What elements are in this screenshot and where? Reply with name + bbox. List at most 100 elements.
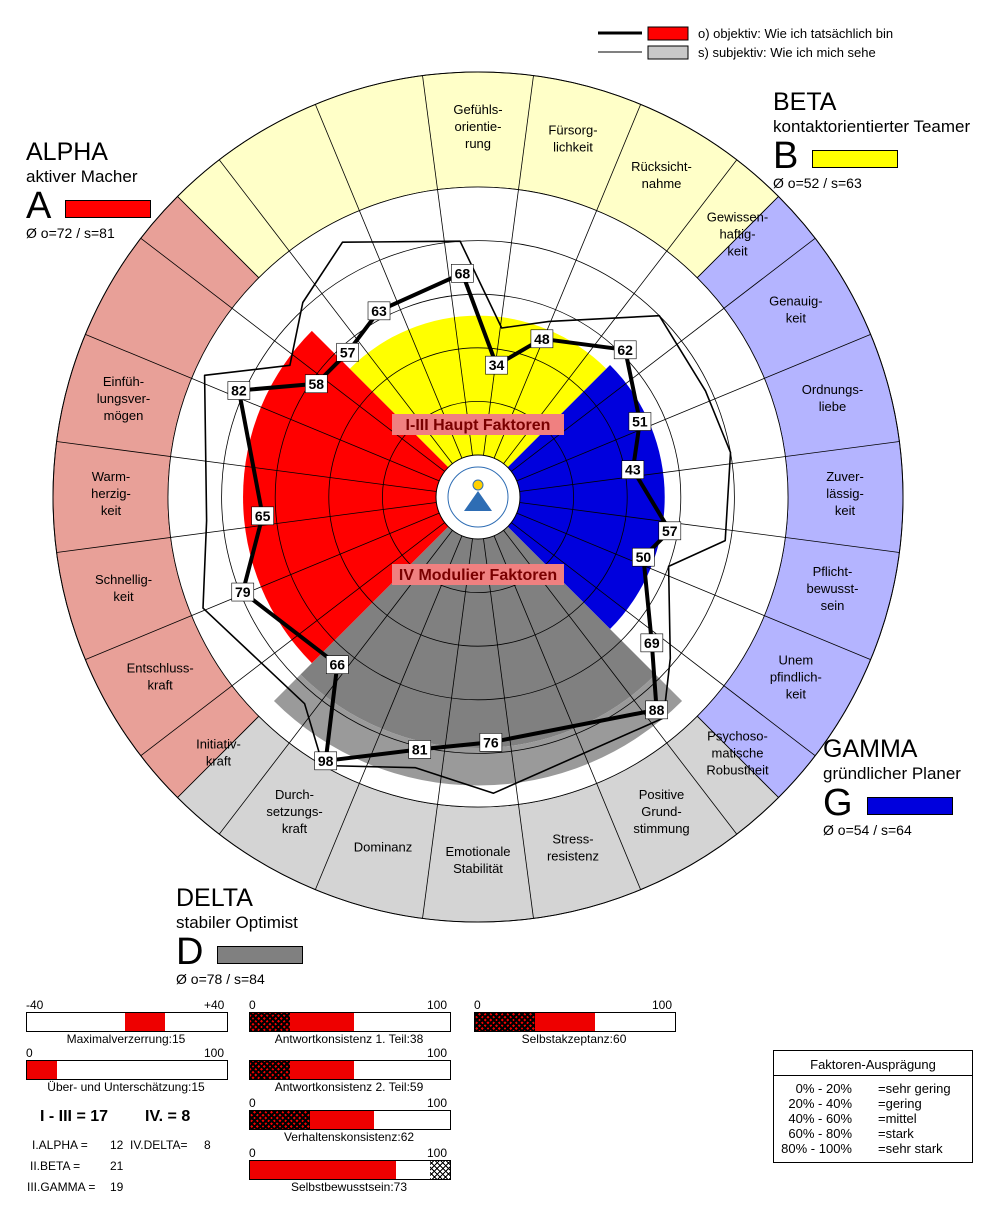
- radial-line: [422, 75, 473, 456]
- data-label-box-17: [336, 342, 359, 362]
- bar-ak2-caption: Antwortkonsistenz 2. Teil:59: [274, 1080, 424, 1094]
- legend-objective-swatch: [647, 26, 689, 41]
- radial-line: [85, 512, 440, 661]
- logo-ring: [447, 466, 509, 528]
- data-label-10: 81: [412, 741, 428, 757]
- legend: o) objektiv: Wie ich tatsächlich bin s) …: [598, 24, 978, 64]
- scale-row-label: =stark: [878, 1126, 914, 1141]
- bar-ak2-max-label: 100: [427, 1046, 448, 1060]
- group-beta-color-bar: [812, 149, 899, 168]
- radial-line: [493, 535, 642, 890]
- radial-line: [218, 159, 453, 464]
- group-alpha-color-bar: [65, 199, 152, 218]
- data-label-box-2: [613, 340, 637, 360]
- data-label-16: 58: [308, 376, 324, 392]
- bar-sb-max-label: 100: [427, 1146, 448, 1160]
- category-label-18: Warm-herzig-keit: [91, 469, 131, 518]
- data-label-box-8: [645, 700, 668, 720]
- legend-subjective-swatch: [647, 45, 689, 60]
- data-label-8: 88: [649, 702, 665, 718]
- category-label-11: Stress-resistenz: [547, 831, 599, 863]
- data-label-box-10: [408, 740, 432, 759]
- data-label-box-1: [530, 329, 554, 349]
- scale-row-range: 60% - 80%: [788, 1126, 852, 1141]
- stat-beta-label: II.BETA =: [30, 1159, 81, 1173]
- group-delta-subtitle: stabiler Optimist: [176, 913, 298, 932]
- radial-line: [85, 333, 440, 482]
- group-gamma-letter: G: [823, 782, 853, 824]
- legend-subjective-label: s) subjektiv: Wie ich mich sehe: [698, 45, 876, 60]
- data-label-1: 48: [534, 331, 550, 347]
- bar-vk-caption: Verhaltenskonsistenz:62: [283, 1130, 415, 1144]
- data-label-15: 82: [231, 383, 247, 399]
- bar-hatch: [250, 1111, 310, 1129]
- radial-line: [503, 159, 738, 464]
- category-label-1: Fürsorg-lichkeit: [548, 123, 597, 155]
- stat-delta-label: IV.DELTA=: [130, 1138, 188, 1152]
- radial-line: [56, 441, 437, 492]
- category-label-14: Durch-setzungs-kraft: [266, 787, 322, 836]
- category-label-13: Dominanz: [354, 839, 413, 854]
- data-label-box-6: [632, 547, 655, 567]
- center-label-top-bg: [392, 414, 564, 435]
- stat-gamma-value: 19: [110, 1180, 124, 1194]
- data-label-19: 68: [455, 265, 471, 281]
- data-label-box-13: [231, 582, 255, 602]
- data-label-box-5: [658, 521, 682, 541]
- group-gamma: GAMMA gründlicher Planer G Ø o=54 / s=64: [823, 735, 961, 838]
- data-label-box-3: [628, 412, 652, 431]
- category-label-17: Schnellig-keit: [95, 572, 152, 604]
- category-label-19: Einfüh-lungsver-mögen: [97, 374, 150, 423]
- scale-row-range: 40% - 60%: [788, 1111, 852, 1126]
- data-label-13: 79: [235, 584, 251, 600]
- radial-line: [314, 104, 463, 459]
- category-label-7: Pflicht-bewusst-sein: [806, 564, 858, 613]
- data-label-2: 62: [617, 342, 633, 358]
- group-delta-letter: D: [176, 931, 204, 973]
- bar-hatch: [250, 1013, 290, 1031]
- data-label-box-9: [479, 733, 503, 752]
- sector-level-alpha: [243, 330, 478, 664]
- stat-i-iii: I - III = 17: [40, 1108, 109, 1125]
- stat-delta-value: 8: [204, 1138, 211, 1152]
- group-gamma-color-bar: [866, 796, 953, 815]
- category-label-0: Gefühls-orientie-rung: [453, 102, 502, 151]
- group-beta-subtitle: kontaktorientierter Teamer: [773, 117, 971, 136]
- bar-ueber-caption: Über- und Unterschätzung:15: [47, 1080, 205, 1094]
- bar-ueber: [26, 1060, 228, 1080]
- bar-ueber-min-label: 0: [26, 1046, 33, 1060]
- bar-maxverz-min-label: -40: [26, 998, 44, 1012]
- scale-legend: Faktoren-Ausprägung 0% - 20%=sehr gering…: [773, 1050, 973, 1163]
- group-alpha: ALPHA aktiver Macher A Ø o=72 / s=81: [26, 138, 152, 241]
- outer-circle: [52, 71, 904, 923]
- data-label-9: 76: [483, 734, 499, 750]
- radial-line: [314, 535, 463, 890]
- bar-sb: [249, 1160, 451, 1180]
- bar-ak1-min-label: 0: [249, 998, 256, 1012]
- scale-row-label: =sehr stark: [878, 1141, 943, 1156]
- stat-iv: IV. = 8: [145, 1108, 191, 1125]
- data-label-5: 57: [662, 523, 678, 539]
- grid-circle-40: [328, 347, 628, 647]
- data-label-box-18: [367, 301, 391, 321]
- grid-circle-80: [221, 240, 735, 754]
- bar-sa: [474, 1012, 676, 1032]
- bar-sb-min-label: 0: [249, 1146, 256, 1160]
- group-delta-average: Ø o=78 / s=84: [176, 971, 265, 987]
- category-label-3: Gewissen-haftig-keit: [707, 209, 768, 258]
- scale-row-range: 80% - 100%: [781, 1141, 852, 1156]
- group-beta-letter: B: [773, 135, 799, 177]
- bar-ak1-max-label: 100: [427, 998, 448, 1012]
- group-beta-name: BETA: [773, 88, 837, 116]
- series-line-1: [202, 240, 732, 794]
- legend-objective-label: o) objektiv: Wie ich tatsächlich bin: [698, 26, 894, 41]
- group-alpha-subtitle: aktiver Macher: [26, 167, 138, 186]
- data-label-14: 65: [255, 508, 271, 524]
- radial-line: [140, 522, 445, 757]
- category-label-5: Ordnungs-liebe: [802, 382, 863, 414]
- bar-vk: [249, 1110, 451, 1130]
- group-delta-color-bar: [217, 945, 304, 964]
